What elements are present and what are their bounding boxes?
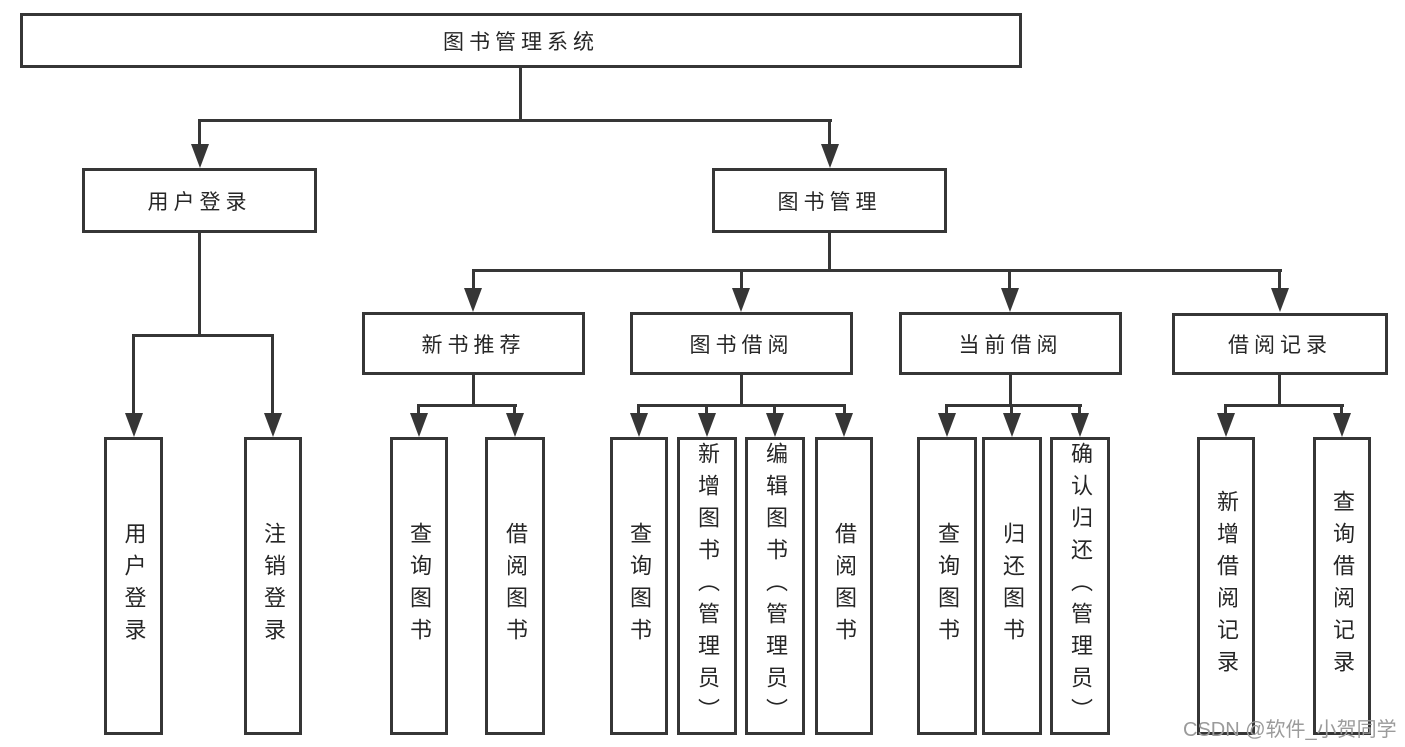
node-borrow-records-label: 借阅记录 xyxy=(1228,334,1332,357)
connector-line xyxy=(472,375,475,407)
arrow-down-icon xyxy=(835,413,853,437)
leaf-label: 查询图书 xyxy=(935,522,960,650)
arrow-down-icon xyxy=(1271,288,1289,312)
node-root-label: 图书管理系统 xyxy=(443,30,599,54)
arrow-down-icon xyxy=(410,413,428,437)
connector-line xyxy=(1340,404,1343,416)
arrow-down-icon xyxy=(1001,288,1019,312)
leaf-label: 借阅图书 xyxy=(503,522,528,650)
leaf-label: 查询图书 xyxy=(627,522,652,650)
connector-line xyxy=(843,404,846,416)
arrow-down-icon xyxy=(506,413,524,437)
arrow-down-icon xyxy=(732,288,750,312)
connector-line xyxy=(773,404,776,416)
arrow-down-icon xyxy=(938,413,956,437)
leaf-label: 编辑图书（管理员） xyxy=(763,442,788,730)
connector-line xyxy=(705,404,708,416)
node-book-management-label: 图书管理 xyxy=(777,190,882,214)
node-book-borrow-label: 图书借阅 xyxy=(689,333,794,357)
leaf-add-borrow-record: 新增借阅记录 xyxy=(1197,437,1255,735)
csdn-watermark: CSDN @软件_小贺同学 xyxy=(1183,719,1397,741)
connector-line xyxy=(1078,404,1081,416)
connector-line xyxy=(472,269,475,291)
connector-line xyxy=(637,404,640,416)
connector-line xyxy=(417,404,517,407)
arrow-down-icon xyxy=(191,144,209,168)
connector-line xyxy=(198,119,201,148)
leaf-label: 查询借阅记录 xyxy=(1330,490,1355,682)
arrow-down-icon xyxy=(1333,413,1351,437)
connector-line xyxy=(1010,404,1013,416)
arrow-down-icon xyxy=(630,413,648,437)
arrow-down-icon xyxy=(698,413,716,437)
connector-line xyxy=(740,269,743,291)
connector-line xyxy=(637,404,846,407)
leaf-logout: 注销登录 xyxy=(244,437,302,735)
connector-line xyxy=(1224,404,1227,416)
connector-line xyxy=(1224,404,1344,407)
leaf-label: 归还图书 xyxy=(1000,522,1025,650)
connector-line xyxy=(132,334,135,416)
connector-line xyxy=(513,404,516,416)
node-user-login: 用户登录 xyxy=(82,168,317,233)
leaf-label: 确认归还（管理员） xyxy=(1068,442,1093,730)
connector-line xyxy=(945,404,948,416)
arrow-down-icon xyxy=(1071,413,1089,437)
leaf-query-borrow-record: 查询借阅记录 xyxy=(1313,437,1371,735)
leaf-edit-book-admin: 编辑图书（管理员） xyxy=(745,437,805,735)
arrow-down-icon xyxy=(766,413,784,437)
arrow-down-icon xyxy=(125,413,143,437)
connector-line xyxy=(1278,269,1281,291)
connector-line xyxy=(198,233,201,336)
arrow-down-icon xyxy=(464,288,482,312)
connector-line xyxy=(472,269,1282,272)
arrow-down-icon xyxy=(1217,413,1235,437)
leaf-label: 新增图书（管理员） xyxy=(695,442,720,730)
leaf-query-book: 查询图书 xyxy=(610,437,668,735)
leaf-user-login: 用户登录 xyxy=(104,437,163,735)
leaf-query-book: 查询图书 xyxy=(390,437,448,735)
leaf-confirm-return-admin: 确认归还（管理员） xyxy=(1050,437,1110,735)
connector-line xyxy=(740,375,743,407)
node-current-borrow: 当前借阅 xyxy=(899,312,1122,375)
connector-line xyxy=(271,334,274,416)
arrow-down-icon xyxy=(1003,413,1021,437)
node-book-management: 图书管理 xyxy=(712,168,947,233)
connector-line xyxy=(519,68,522,120)
connector-line xyxy=(1008,269,1011,291)
leaf-borrow-book: 借阅图书 xyxy=(815,437,873,735)
leaf-label: 注销登录 xyxy=(261,522,286,650)
node-new-book-recommend: 新书推荐 xyxy=(362,312,585,375)
node-current-borrow-label: 当前借阅 xyxy=(958,333,1063,357)
arrow-down-icon xyxy=(821,144,839,168)
connector-line xyxy=(1278,375,1281,407)
connector-line xyxy=(1009,375,1012,407)
arrow-down-icon xyxy=(264,413,282,437)
leaf-label: 借阅图书 xyxy=(832,522,857,650)
leaf-add-book-admin: 新增图书（管理员） xyxy=(677,437,737,735)
connector-line xyxy=(945,404,1082,407)
leaf-return-book: 归还图书 xyxy=(982,437,1042,735)
node-new-book-recommend-label: 新书推荐 xyxy=(421,333,526,357)
leaf-label: 用户登录 xyxy=(121,522,147,650)
connector-line xyxy=(198,119,832,122)
leaf-label: 新增借阅记录 xyxy=(1214,490,1239,682)
leaf-borrow-book: 借阅图书 xyxy=(485,437,545,735)
connector-line xyxy=(828,233,831,271)
node-borrow-records: 借阅记录 xyxy=(1172,313,1388,375)
node-book-borrow: 图书借阅 xyxy=(630,312,853,375)
connector-line xyxy=(828,119,831,148)
connector-line xyxy=(417,404,420,416)
node-root: 图书管理系统 xyxy=(20,13,1022,68)
connector-line xyxy=(132,334,274,337)
leaf-label: 查询图书 xyxy=(407,522,432,650)
leaf-query-book: 查询图书 xyxy=(917,437,977,735)
node-user-login-label: 用户登录 xyxy=(147,190,252,214)
